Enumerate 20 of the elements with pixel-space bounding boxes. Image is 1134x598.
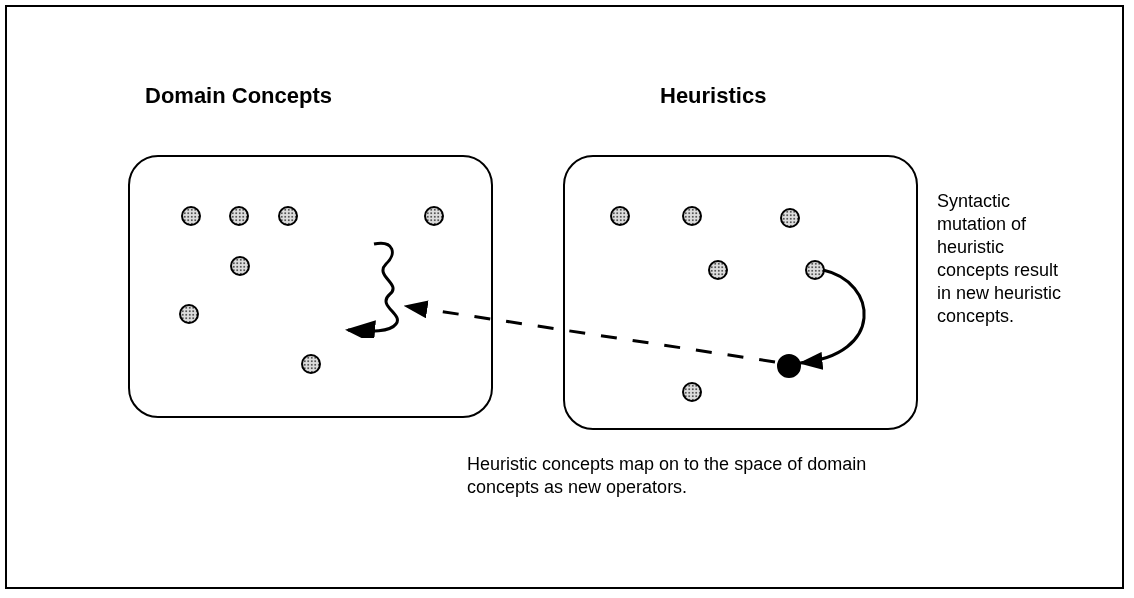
shaded-dot: [301, 354, 321, 374]
curved-arrow: [798, 268, 866, 369]
shaded-dot: [229, 206, 249, 226]
shaded-dot: [805, 260, 825, 280]
shaded-dot: [179, 304, 199, 324]
shaded-dot: [708, 260, 728, 280]
shaded-dot: [682, 206, 702, 226]
note-text: Syntactic mutation of heuristic concepts result in new heuristic concepts.: [937, 190, 1063, 328]
shaded-dot: [278, 206, 298, 226]
heading: Domain Concepts: [145, 83, 333, 109]
shaded-dot: [780, 208, 800, 228]
heading: Heuristics: [660, 83, 767, 109]
shaded-dot: [610, 206, 630, 226]
note-text: Heuristic concepts map on to the space of domain concepts as new operators.: [467, 453, 867, 499]
dashed-arrow: [403, 300, 776, 364]
shaded-dot: [682, 382, 702, 402]
filled-dot: [777, 354, 801, 378]
shaded-dot: [424, 206, 444, 226]
shaded-dot: [181, 206, 201, 226]
shaded-dot: [230, 256, 250, 276]
